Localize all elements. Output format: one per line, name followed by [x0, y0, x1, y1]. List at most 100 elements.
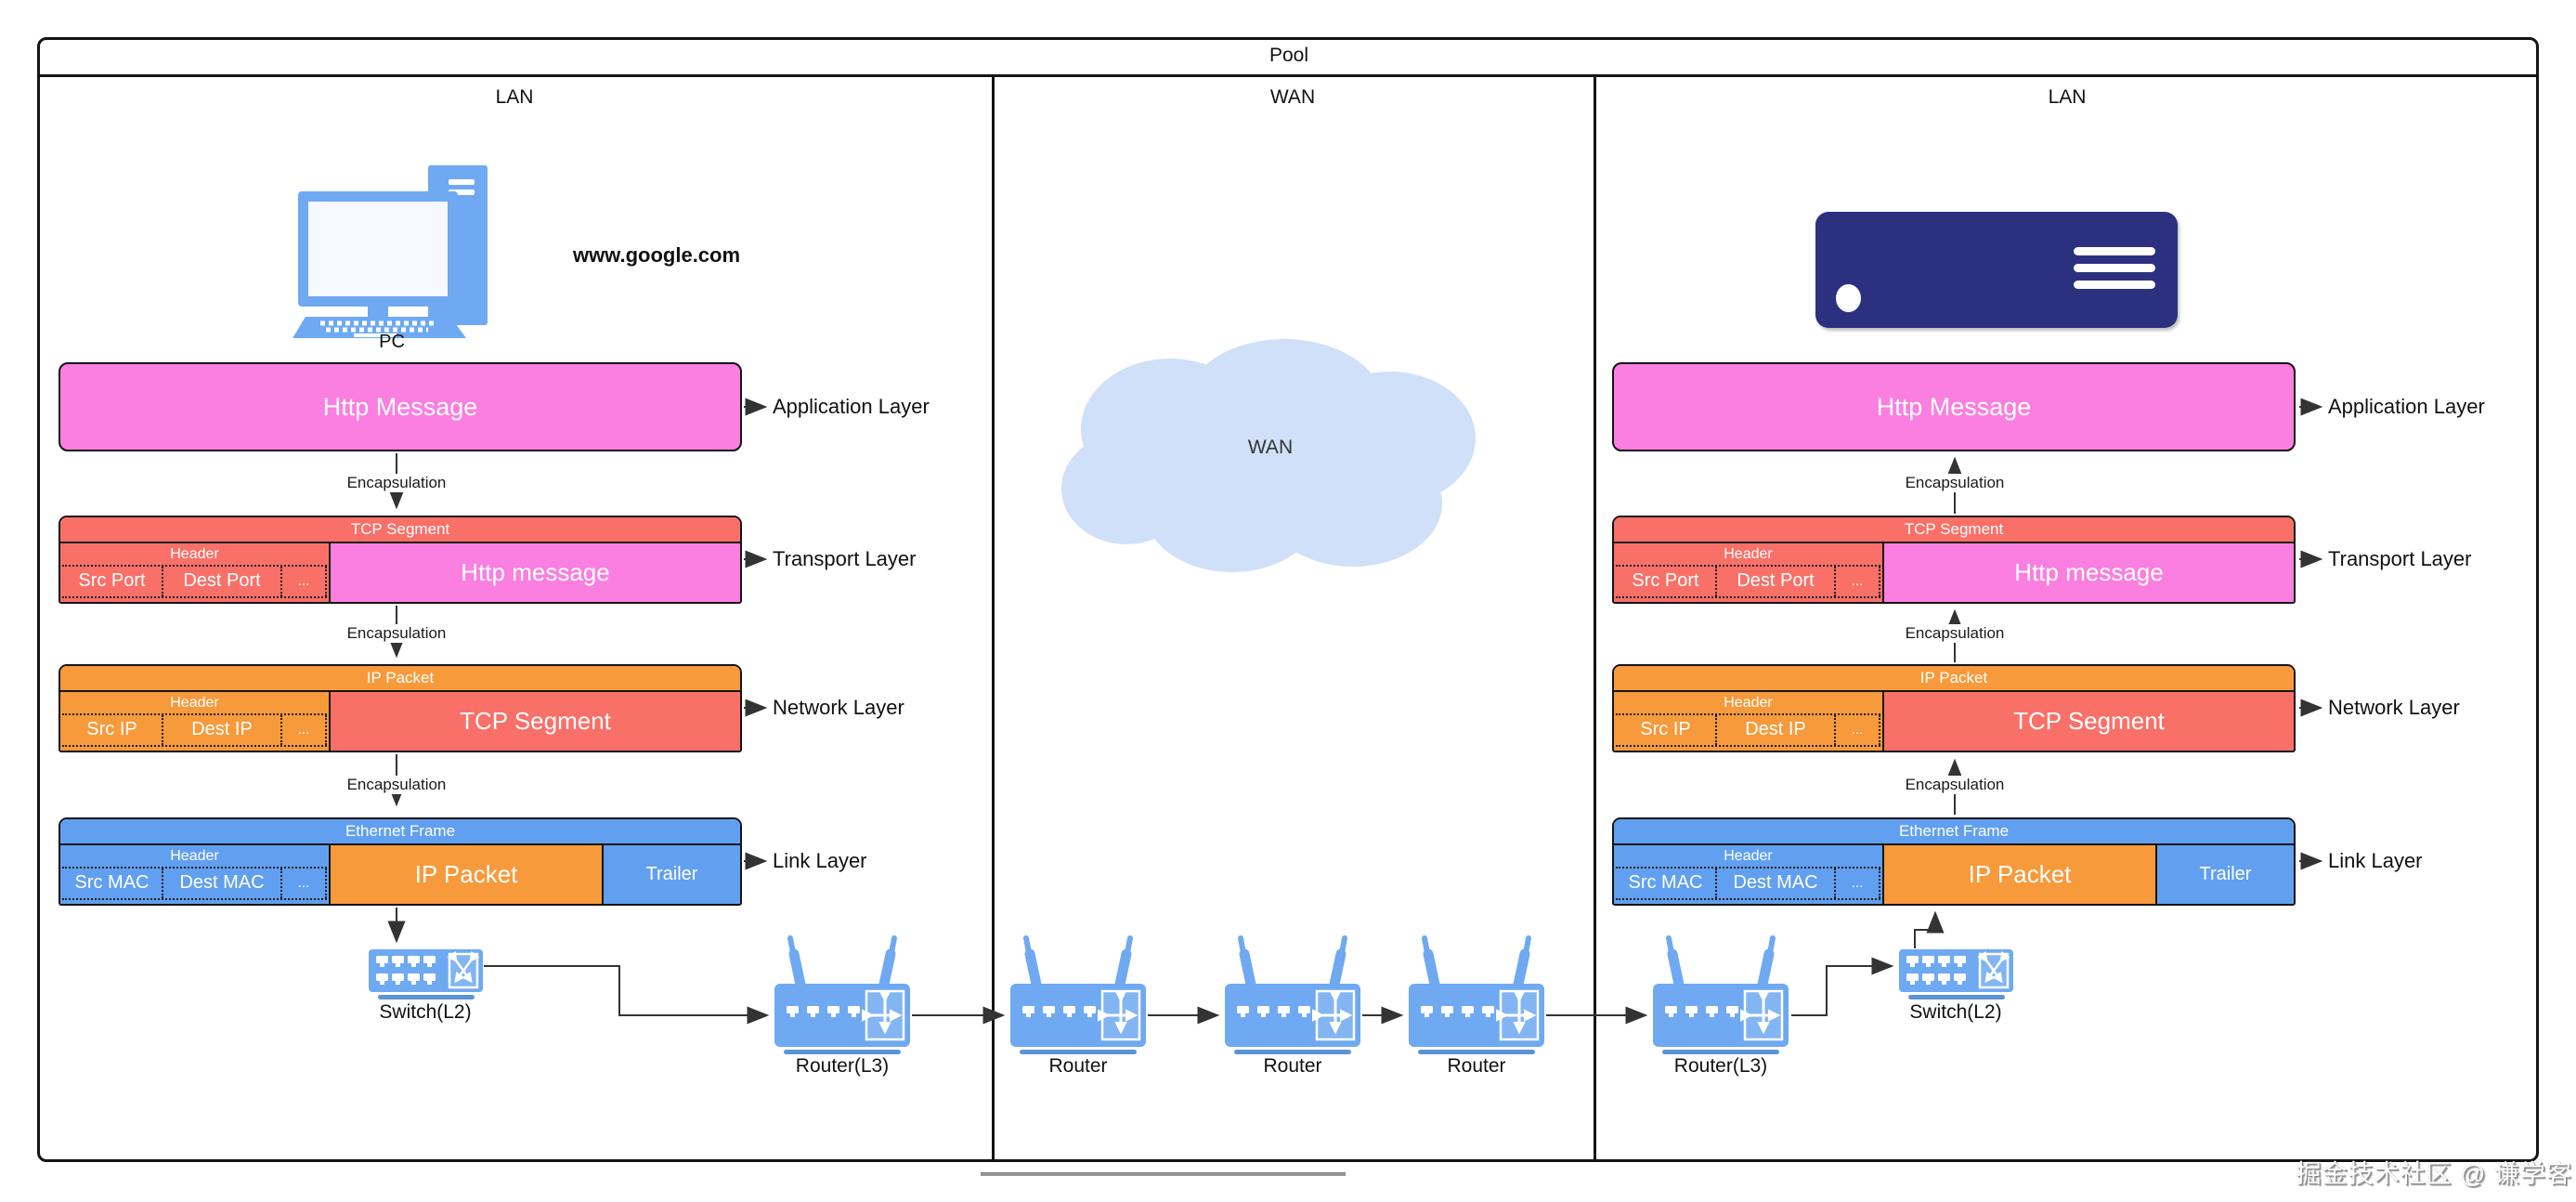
ip-packet-title: IP Packet	[60, 666, 740, 692]
eth-src-mac-cell: Src MAC	[1628, 872, 1703, 894]
tcp-segment-title: TCP Segment	[60, 517, 740, 543]
transport-layer-label: Transport Layer	[2328, 547, 2472, 570]
eth-trailer: Trailer	[602, 845, 740, 904]
ip-packet-box: IP Packet Header Src IP Dest IP ... TCP …	[59, 664, 742, 752]
eth-payload: IP Packet	[329, 845, 602, 904]
ethernet-frame-title: Ethernet Frame	[1614, 819, 2294, 845]
eth-src-mac-cell: Src MAC	[74, 872, 150, 894]
watermark: 掘金技术社区 @ 谦学客	[2296, 1160, 2572, 1188]
lane-label-lan-right: LAN	[2048, 86, 2087, 108]
lane-divider-right	[1594, 77, 1596, 1162]
tcp-payload: Http message	[1882, 543, 2294, 602]
tcp-header: Header Src Port Dest Port ...	[1614, 543, 1882, 602]
eth-dest-mac-cell: Dest MAC	[1715, 869, 1834, 898]
tcp-src-port-cell: Src Port	[78, 570, 146, 592]
switch-icon	[369, 949, 483, 992]
encapsulation-label: Encapsulation	[341, 776, 452, 794]
tcp-more-cell: ...	[280, 567, 327, 596]
pc-label: PC	[379, 332, 405, 352]
ip-payload: TCP Segment	[1882, 692, 2294, 751]
router-label: Router	[1263, 1055, 1322, 1077]
tcp-segment-box: TCP Segment Header Src Port Dest Port ..…	[1612, 516, 2296, 604]
router-icon	[1225, 935, 1360, 1047]
switch-underline	[378, 995, 475, 999]
ip-header: Header Src IP Dest IP ...	[60, 692, 329, 751]
lane-label-wan: WAN	[1269, 86, 1316, 108]
wan-cloud-label: WAN	[1247, 437, 1294, 458]
eth-dest-mac-cell: Dest MAC	[162, 869, 280, 898]
pc-icon	[293, 165, 488, 338]
router-icon	[1010, 935, 1146, 1047]
ip-packet-title: IP Packet	[1614, 666, 2294, 692]
transport-layer-label: Transport Layer	[773, 547, 917, 570]
tcp-dest-port-cell: Dest Port	[1715, 567, 1834, 596]
scrollbar-line	[981, 1172, 1346, 1176]
lane-label-lan-left: LAN	[495, 86, 534, 108]
pool-frame	[37, 37, 2539, 1162]
pool-title-separator	[37, 74, 2539, 77]
router-underline	[1020, 1050, 1137, 1054]
router-underline	[1418, 1050, 1535, 1054]
switch-l2-label: Switch(L2)	[1909, 1001, 2002, 1023]
switch-underline	[1908, 995, 2005, 999]
link-layer-label: Link Layer	[773, 849, 867, 872]
encapsulation-label: Encapsulation	[341, 624, 452, 643]
application-layer-label: Application Layer	[2328, 395, 2485, 418]
switch-icon	[1899, 949, 2013, 992]
eth-header: Header Src MAC Dest MAC ...	[1614, 845, 1882, 904]
router-underline	[1234, 1050, 1351, 1054]
router-label: Router	[1447, 1055, 1506, 1077]
eth-trailer: Trailer	[2155, 845, 2294, 904]
ip-packet-box: IP Packet Header Src IP Dest IP ... TCP …	[1612, 664, 2296, 752]
tcp-payload: Http message	[329, 543, 740, 602]
router-label: Router	[1048, 1055, 1108, 1077]
lane-divider-left	[992, 77, 995, 1162]
router-l3-label: Router(L3)	[1673, 1055, 1768, 1077]
eth-more-cell: ...	[1834, 869, 1880, 898]
ethernet-frame-box: Ethernet Frame Header Src MAC Dest MAC .…	[1612, 817, 2296, 906]
tcp-src-port-cell: Src Port	[1632, 570, 1699, 592]
ip-dest-cell: Dest IP	[162, 715, 280, 745]
url-label: www.google.com	[572, 243, 741, 267]
server-led-icon	[1836, 284, 1861, 312]
ip-payload: TCP Segment	[329, 692, 740, 751]
network-layer-label: Network Layer	[773, 696, 904, 719]
application-layer-label: Application Layer	[773, 395, 930, 418]
eth-more-cell: ...	[280, 869, 327, 898]
server-vent-icon	[2074, 281, 2155, 289]
ip-more-cell: ...	[1834, 715, 1880, 745]
tcp-more-cell: ...	[1834, 567, 1880, 596]
stack-left: Http Message TCP Segment Header Src Port…	[59, 362, 742, 906]
ip-src-cell: Src IP	[1640, 719, 1691, 740]
encapsulation-label: Encapsulation	[341, 474, 452, 492]
eth-payload: IP Packet	[1882, 845, 2155, 904]
encapsulation-label: Encapsulation	[1899, 776, 2010, 794]
ethernet-frame-title: Ethernet Frame	[60, 819, 740, 845]
ip-dest-cell: Dest IP	[1715, 715, 1834, 745]
encapsulation-label: Encapsulation	[1899, 624, 2010, 643]
stack-right: Http Message TCP Segment Header Src Port…	[1612, 362, 2296, 906]
ethernet-frame-box: Ethernet Frame Header Src MAC Dest MAC .…	[59, 817, 742, 906]
ip-src-cell: Src IP	[86, 719, 137, 740]
encapsulation-label: Encapsulation	[1899, 474, 2010, 492]
router-icon	[1409, 935, 1544, 1047]
network-layer-label: Network Layer	[2328, 696, 2460, 719]
router-l3-icon	[774, 935, 910, 1047]
http-message-box: Http Message	[1612, 362, 2296, 451]
tcp-segment-box: TCP Segment Header Src Port Dest Port ..…	[59, 516, 742, 604]
router-underline	[1662, 1050, 1779, 1054]
router-l3-label: Router(L3)	[795, 1055, 890, 1077]
tcp-header: Header Src Port Dest Port ...	[60, 543, 329, 602]
server-icon	[1815, 212, 2178, 328]
ip-header: Header Src IP Dest IP ...	[1614, 692, 1882, 751]
eth-header: Header Src MAC Dest MAC ...	[60, 845, 329, 904]
ip-more-cell: ...	[280, 715, 327, 745]
wan-cloud-icon	[1061, 339, 1476, 572]
link-layer-label: Link Layer	[2328, 849, 2423, 872]
tcp-dest-port-cell: Dest Port	[162, 567, 280, 596]
switch-l2-label: Switch(L2)	[379, 1001, 472, 1023]
server-vent-icon	[2074, 264, 2155, 272]
router-underline	[784, 1050, 901, 1054]
server-vent-icon	[2074, 247, 2155, 255]
